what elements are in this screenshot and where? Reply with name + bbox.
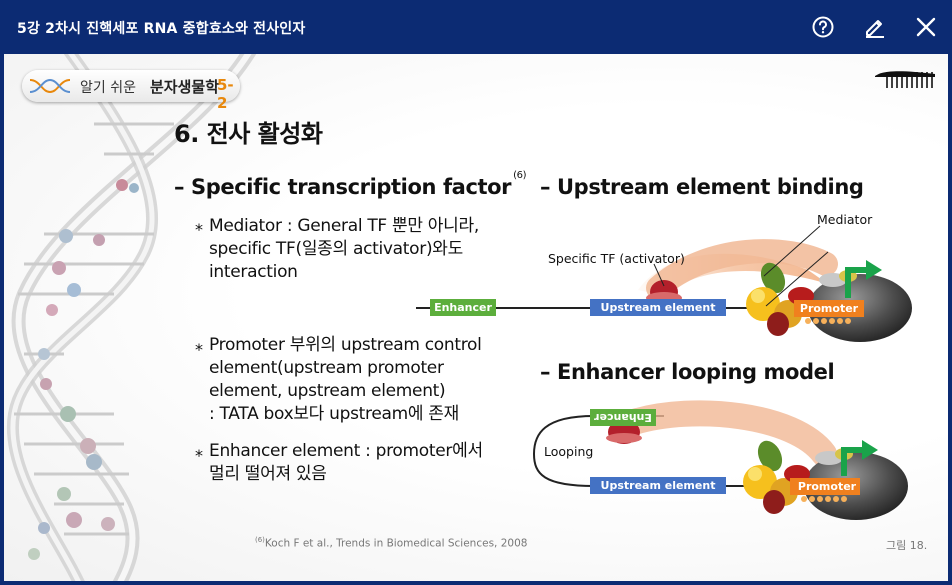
badge-text-easy: 알기 쉬운: [80, 80, 136, 96]
help-circle-icon[interactable]: [808, 12, 838, 42]
dna-helix-decoration: [6, 54, 257, 581]
frame-bottom: [0, 581, 952, 585]
star-bullet: *: [195, 220, 203, 239]
figure-number: 그림 18.: [886, 539, 928, 552]
dash-bullet: –: [540, 360, 551, 384]
promoter-line-1: Promoter 부위의 upstream control: [209, 335, 482, 355]
course-badge: 알기 쉬운 분자생물학 5-2: [22, 70, 240, 112]
dash-bullet: –: [540, 175, 551, 199]
specific-tf-label: Specific TF (activator): [548, 251, 685, 266]
promoter-label-2: Promoter: [797, 480, 857, 493]
left-section-title: – Specific transcription factor(6): [174, 170, 526, 199]
badge-text-number: 5-2: [217, 76, 234, 112]
dna-logo-icon: [29, 78, 71, 94]
enhancer-box: Enhancer: [430, 299, 496, 316]
upstream-binding-title: – Upstream element binding: [540, 175, 864, 199]
mediator-line-1: Mediator : General TF 뿐만 아니라,: [209, 216, 479, 236]
star-bullet: *: [195, 446, 203, 465]
institution-logo-icon: [875, 71, 935, 88]
mediator-line-2: specific TF(일종의 activator)와도: [209, 239, 463, 259]
enhancer-bullet: Enhancer element : promoter에서 멀리 떨어져 있음: [209, 440, 483, 486]
citation-ref: (6): [255, 536, 265, 544]
enhancer-line-2: 멀리 떨어져 있음: [209, 464, 327, 484]
upstream-element-box: Upstream element: [590, 299, 726, 316]
title-bar: 5강 2차시 진핵세포 RNA 중합효소와 전사인자: [0, 0, 952, 54]
lecture-slide: 알기 쉬운 분자생물학 5-2 6. 전사 활성화 – Specific tra…: [4, 54, 948, 581]
enhancer-looping-text: Enhancer looping model: [557, 360, 835, 384]
pencil-icon[interactable]: [860, 12, 890, 42]
upstream-element-box-2: Upstream element: [590, 477, 726, 494]
slide-heading: 6. 전사 활성화: [174, 120, 323, 148]
mediator-line-3: interaction: [209, 262, 298, 282]
promoter-line-4: : TATA box보다 upstream에 존재: [209, 404, 459, 424]
frame-right: [948, 54, 952, 585]
badge-text-subject: 분자생물학: [150, 78, 220, 96]
enhancer-line-1: Enhancer element : promoter에서: [209, 441, 483, 461]
promoter-label: Promoter: [799, 302, 859, 315]
enhancer-box-flipped: Enhancer: [590, 409, 656, 426]
close-x-icon[interactable]: [911, 12, 941, 42]
lecture-title: 5강 2차시 진핵세포 RNA 중합효소와 전사인자: [17, 21, 306, 37]
mediator-label: Mediator: [817, 212, 873, 227]
left-title-text: Specific transcription factor: [191, 175, 512, 199]
reference-marker: (6): [513, 170, 527, 181]
enhancer-looping-title: – Enhancer looping model: [540, 360, 835, 384]
citation: (6)Koch F et al., Trends in Biomedical S…: [255, 536, 527, 550]
frame-left: [0, 54, 4, 585]
dash-bullet: –: [174, 175, 185, 199]
upstream-binding-text: Upstream element binding: [557, 175, 864, 199]
star-bullet: *: [195, 340, 203, 359]
citation-text: Koch F et al., Trends in Biomedical Scie…: [264, 537, 528, 550]
promoter-bullet: Promoter 부위의 upstream control element(up…: [209, 334, 482, 426]
promoter-line-2: element(upstream promoter: [209, 358, 444, 378]
enhancer-looping-diagram: [532, 400, 908, 520]
mediator-bullet: Mediator : General TF 뿐만 아니라, specific T…: [209, 215, 479, 284]
promoter-line-3: element, upstream element): [209, 381, 446, 401]
looping-label: Looping: [544, 444, 594, 459]
